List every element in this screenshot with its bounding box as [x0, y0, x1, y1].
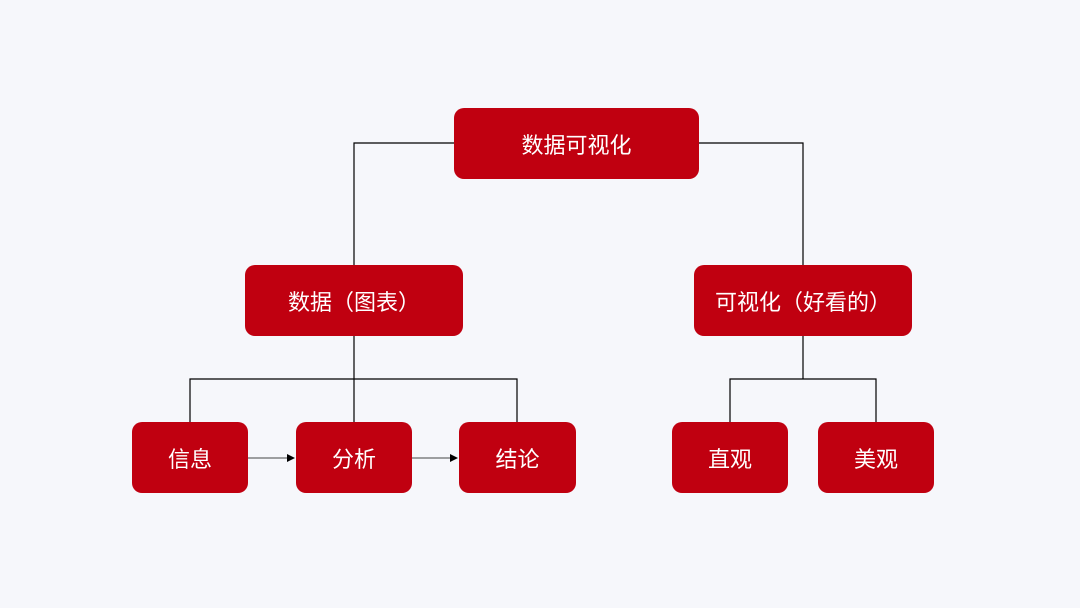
- node-visualization-good-looking: 可视化（好看的）: [694, 265, 912, 336]
- connector-data-bar: [189, 378, 518, 422]
- connector-root-to-data: [353, 142, 454, 265]
- node-information: 信息: [132, 422, 248, 493]
- node-label: 数据（图表）: [287, 290, 420, 316]
- node-label: 直观: [707, 447, 752, 473]
- node-analysis: 分析: [296, 422, 412, 493]
- node-label: 结论: [495, 447, 540, 473]
- node-data-charts: 数据（图表）: [245, 265, 463, 336]
- node-label: 数据可视化: [521, 133, 632, 159]
- node-label: 分析: [331, 447, 376, 473]
- node-beautiful: 美观: [818, 422, 934, 493]
- node-label: 可视化（好看的）: [714, 290, 891, 316]
- node-conclusion: 结论: [459, 422, 576, 493]
- connector-root-to-visual: [699, 142, 804, 265]
- connector-visual-bar: [729, 378, 877, 422]
- node-intuitive: 直观: [672, 422, 788, 493]
- node-data-visualization: 数据可视化: [454, 108, 699, 179]
- node-label: 美观: [853, 447, 898, 473]
- node-label: 信息: [167, 447, 212, 473]
